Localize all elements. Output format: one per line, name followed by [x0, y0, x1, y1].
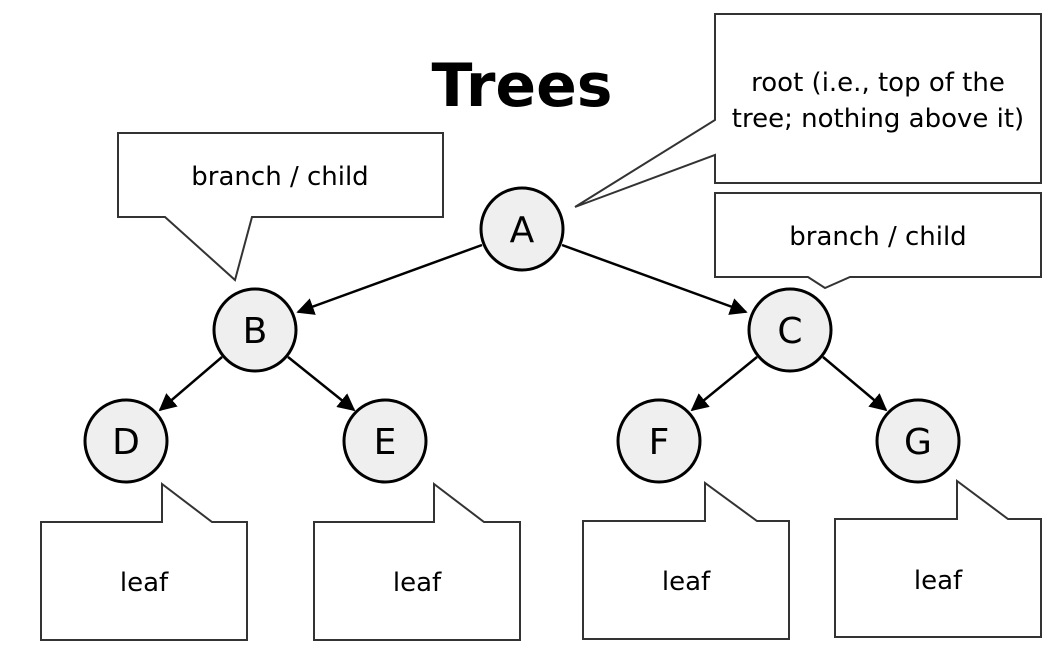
edge-b-e: [287, 356, 356, 412]
node-f-label: F: [649, 422, 670, 463]
node-b: B: [212, 287, 298, 373]
callout-branch-left-text: branch / child: [191, 162, 368, 192]
callout-leaf-g: leaf: [834, 479, 1042, 638]
callout-leaf-f-text: leaf: [662, 567, 711, 597]
callout-leaf-e: leaf: [313, 481, 521, 641]
node-e: E: [342, 398, 428, 484]
callout-branch-right: branch / child: [714, 192, 1042, 290]
callout-root-line1: root (i.e., top of the: [751, 68, 1005, 98]
node-g: G: [875, 398, 961, 484]
callout-leaf-g-text: leaf: [914, 566, 963, 596]
node-g-label: G: [904, 422, 932, 463]
edge-a-b: [296, 243, 483, 315]
edge-b-d: [158, 356, 223, 412]
callout-branch-left: branch / child: [117, 132, 444, 282]
page-title: Trees: [431, 51, 612, 121]
callout-root-line2: tree; nothing above it): [732, 104, 1024, 134]
node-c: C: [747, 287, 833, 373]
node-f: F: [616, 398, 702, 484]
edge-c-f: [690, 356, 758, 412]
callout-branch-right-text: branch / child: [789, 222, 966, 252]
callout-leaf-e-text: leaf: [393, 568, 442, 598]
node-d-label: D: [112, 422, 140, 463]
node-a: A: [479, 186, 565, 272]
node-c-label: C: [777, 311, 802, 352]
callout-leaf-d-text: leaf: [120, 568, 169, 598]
callout-leaf-f: leaf: [582, 481, 790, 640]
node-e-label: E: [374, 422, 397, 463]
node-a-label: A: [510, 210, 535, 251]
edges: [158, 243, 888, 412]
callout-leaf-d: leaf: [40, 481, 248, 641]
callout-root: root (i.e., top of the tree; nothing abo…: [574, 13, 1042, 208]
edge-a-c: [561, 243, 748, 315]
node-b-label: B: [243, 311, 268, 352]
edge-c-g: [822, 356, 888, 412]
node-d: D: [83, 398, 169, 484]
